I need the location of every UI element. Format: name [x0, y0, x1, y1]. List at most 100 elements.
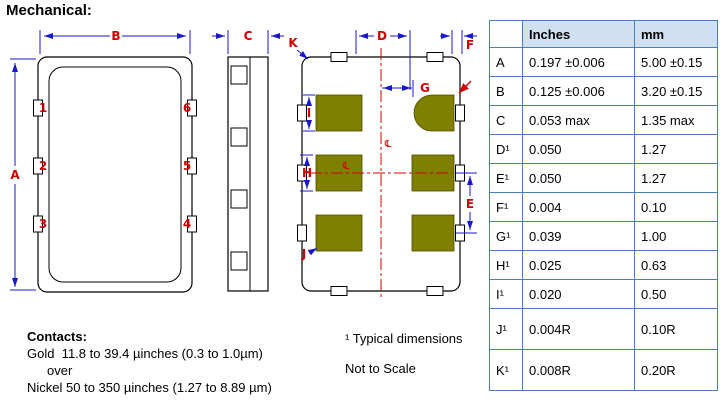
inches-value-cell: 0.050 [522, 163, 635, 193]
castellation-notch [426, 52, 444, 62]
dim-letter-cell: J¹ [489, 308, 523, 350]
table-row: K¹ 0.008R 0.20R [489, 349, 718, 391]
table-row: J¹ 0.004R 0.10R [489, 308, 718, 350]
castellation-notch [330, 52, 348, 62]
dim-label-k: K [288, 36, 298, 50]
table-header-row: Inches mm [489, 20, 718, 48]
dim-letter-cell: C [489, 105, 523, 135]
solder-pad [315, 94, 363, 132]
pin-number-1: 1 [39, 101, 47, 115]
side-castellation [230, 189, 248, 209]
dim-letter-cell: D¹ [489, 134, 523, 164]
side-castellation [230, 251, 248, 271]
inches-value-cell: 0.008R [522, 349, 635, 391]
mm-value-cell: 0.10 [634, 192, 718, 222]
mm-value-cell: 0.63 [634, 250, 718, 280]
table-corner-cell [489, 20, 523, 48]
inches-value-cell: 0.125 ±0.006 [522, 76, 635, 106]
pin-number-2: 2 [39, 159, 47, 173]
dim-label-b: B [111, 29, 120, 43]
dim-j-leader [307, 247, 318, 256]
inches-value-cell: 0.004R [522, 308, 635, 350]
contacts-heading: Contacts: [27, 329, 87, 344]
mm-value-cell: 1.00 [634, 221, 718, 251]
castellation-notch [187, 215, 197, 233]
inches-value-cell: 0.020 [522, 279, 635, 309]
table-header-inches: Inches [522, 20, 635, 48]
dim-label-i: I [307, 106, 311, 120]
castellation-notch [426, 286, 444, 296]
dim-letter-cell: G¹ [489, 221, 523, 251]
package-inner-outline [48, 66, 182, 283]
table-row: H¹ 0.025 0.63 [489, 250, 718, 280]
solder-pad [315, 214, 363, 252]
footnotes: ¹ Typical dimensions Not to Scale [345, 331, 463, 376]
mm-value-cell: 3.20 ±0.15 [634, 76, 718, 106]
contacts-note: Contacts: Gold 11.8 to 39.4 µinches (0.3… [27, 328, 272, 396]
table-row: I¹ 0.020 0.50 [489, 279, 718, 309]
dim-letter-cell: E¹ [489, 163, 523, 193]
dim-k-leader [296, 49, 309, 60]
castellation-notch [187, 157, 197, 175]
mm-value-cell: 1.27 [634, 163, 718, 193]
dim-label-a: A [10, 168, 20, 182]
side-view: C [212, 29, 284, 292]
inches-value-cell: 0.050 [522, 134, 635, 164]
centerline-symbol: ℄ [384, 139, 392, 150]
dimension-table: Inches mm A 0.197 ±0.006 5.00 ±0.15 B 0.… [489, 20, 718, 391]
contacts-nickel-line: Nickel 50 to 350 µinches (1.27 to 8.89 µ… [27, 380, 272, 395]
contacts-over-line: over [47, 363, 73, 378]
pin-number-6: 6 [183, 101, 191, 115]
inches-value-cell: 0.025 [522, 250, 635, 280]
pin-number-3: 3 [39, 217, 47, 231]
castellation-notch [330, 286, 348, 296]
table-row: E¹ 0.050 1.27 [489, 163, 718, 193]
dim-label-j: J [301, 247, 306, 261]
castellation-notch [297, 164, 307, 182]
pin1-orientation-arrow [458, 80, 472, 94]
castellation-notch [33, 157, 43, 175]
dim-letter-cell: F¹ [489, 192, 523, 222]
dim-label-g: G [420, 81, 430, 95]
centerline-symbol: ℄ [342, 161, 350, 172]
dim-label-c: C [244, 29, 253, 43]
page-title: Mechanical: [6, 2, 92, 19]
table-row: B 0.125 ±0.006 3.20 ±0.15 [489, 76, 718, 106]
dim-label-e: E [466, 197, 474, 211]
table-row: A 0.197 ±0.006 5.00 ±0.15 [489, 47, 718, 77]
top-view: 1 2 3 6 5 4 B A [10, 29, 197, 293]
castellation-notch [33, 99, 43, 117]
mm-value-cell: 5.00 ±0.15 [634, 47, 718, 77]
typical-dimensions-footnote: ¹ Typical dimensions [345, 331, 463, 346]
not-to-scale-note: Not to Scale [345, 361, 416, 376]
table-row: G¹ 0.039 1.00 [489, 221, 718, 251]
inches-value-cell: 0.053 max [522, 105, 635, 135]
table-row: D¹ 0.050 1.27 [489, 134, 718, 164]
mm-value-cell: 0.10R [634, 308, 718, 350]
solder-pad-rounded [413, 94, 455, 132]
mm-value-cell: 0.20R [634, 349, 718, 391]
solder-pad [411, 214, 455, 252]
mechanical-drawing: 1 2 3 6 5 4 B A [10, 29, 477, 300]
castellation-notch [33, 215, 43, 233]
mm-value-cell: 1.27 [634, 134, 718, 164]
contacts-gold-line: Gold 11.8 to 39.4 µinches (0.3 to 1.0µm) [27, 346, 263, 361]
inches-value-cell: 0.004 [522, 192, 635, 222]
pin-number-4: 4 [183, 217, 191, 231]
dim-label-d: D [377, 29, 387, 43]
castellation-notch [297, 104, 307, 122]
side-castellation [230, 127, 248, 147]
castellation-notch [455, 104, 465, 122]
dim-letter-cell: I¹ [489, 279, 523, 309]
table-header-mm: mm [634, 20, 718, 48]
dim-letter-cell: H¹ [489, 250, 523, 280]
bottom-view: ℄ ℄ K D F G [288, 29, 477, 300]
table-row: F¹ 0.004 0.10 [489, 192, 718, 222]
dim-label-h: H [302, 166, 312, 180]
side-castellation [230, 65, 248, 85]
castellation-notch [297, 224, 307, 242]
dim-letter-cell: K¹ [489, 349, 523, 391]
pin-number-5: 5 [183, 159, 191, 173]
table-row: C 0.053 max 1.35 max [489, 105, 718, 135]
